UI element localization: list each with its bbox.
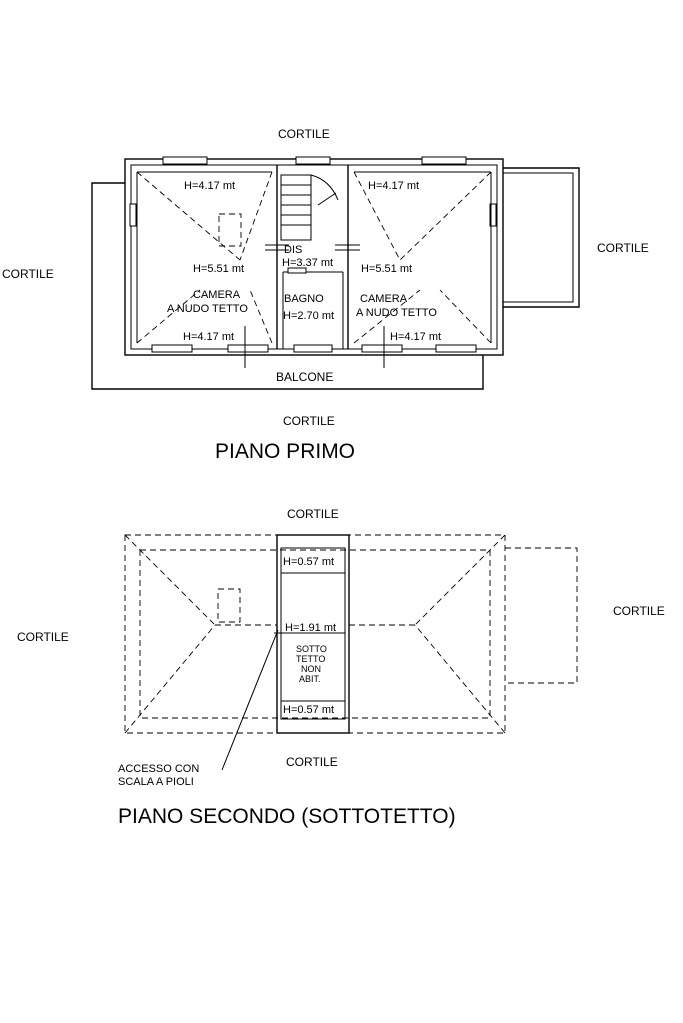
window-bottom-1 (151, 344, 193, 353)
left-room-roof-lines (136, 171, 273, 344)
sf-cortile-right: CORTILE (613, 604, 665, 618)
right-room-roof-lines (353, 171, 492, 344)
window-top-right (421, 156, 467, 165)
second-floor-plan: CORTILE CORTILE CORTILE CORTILE H=0.57 m… (17, 507, 665, 828)
attic-label-2: TETTO (296, 654, 325, 664)
balcony-label: BALCONE (276, 370, 333, 384)
right-terrace-inner (503, 172, 574, 303)
ff-cortile-left: CORTILE (2, 267, 54, 281)
staircase (280, 174, 339, 241)
bath-h: H=2.70 mt (283, 310, 334, 322)
attic-h-bottom: H=0.57 mt (283, 704, 334, 716)
access-leader-line (221, 629, 279, 771)
roof-outline-inner (139, 549, 491, 719)
sf-cortile-top: CORTILE (287, 507, 339, 521)
first-floor-plan: CORTILE CORTILE CORTILE CORTILE BALCONE … (2, 127, 649, 463)
bath-door (287, 267, 307, 274)
right-room-h-top: H=4.17 mt (368, 180, 419, 192)
right-room-h-bottom: H=4.17 mt (390, 331, 441, 343)
right-terrace-dashed (505, 547, 578, 684)
bath-label: BAGNO (284, 293, 324, 305)
left-room-name-2: A NUDO TETTO (167, 303, 248, 315)
ff-cortile-right: CORTILE (597, 241, 649, 255)
right-room-name-1: CAMERA (360, 293, 408, 305)
second-floor-title: PIANO SECONDO (SOTTOTETTO) (118, 805, 456, 828)
attic-label-3: NON (301, 664, 321, 674)
landing-h: H=3.37 mt (282, 257, 333, 269)
window-top-center (295, 156, 331, 165)
ff-cortile-top: CORTILE (278, 127, 330, 141)
hip-roof-lines (124, 534, 506, 734)
ff-cortile-bottom: CORTILE (283, 414, 335, 428)
window-bottom-2 (227, 344, 269, 353)
balcony-outline (91, 182, 484, 390)
left-room-name-1: CAMERA (193, 289, 241, 301)
attic-h-mid: H=1.91 mt (285, 622, 336, 634)
left-room-h-bottom: H=4.17 mt (183, 331, 234, 343)
right-room-h-mid: H=5.51 mt (361, 263, 412, 275)
window-left-side (129, 203, 137, 227)
first-floor-title: PIANO PRIMO (215, 440, 355, 463)
access-label-2: SCALA A PIOLI (118, 776, 194, 788)
landing-label: DIS (284, 244, 302, 256)
right-terrace-outline (503, 167, 580, 308)
window-right-side (489, 203, 497, 227)
attic-h-top: H=0.57 mt (283, 556, 334, 568)
attic-strip-outer (276, 534, 350, 734)
attic-label-4: ABIT. (299, 674, 321, 684)
window-bottom-5 (435, 344, 477, 353)
window-bottom-3 (293, 344, 333, 353)
left-room-h-top: H=4.17 mt (184, 180, 235, 192)
window-top-left (162, 156, 208, 165)
right-room-name-2: A NUDO TETTO (356, 307, 437, 319)
access-label-1: ACCESSO CON (118, 763, 199, 775)
window-bottom-4 (361, 344, 403, 353)
roof-hatch (217, 588, 241, 623)
left-room-h-mid: H=5.51 mt (193, 263, 244, 275)
sf-cortile-bottom: CORTILE (286, 755, 338, 769)
sf-cortile-left: CORTILE (17, 630, 69, 644)
attic-label-1: SOTTO (296, 644, 327, 654)
